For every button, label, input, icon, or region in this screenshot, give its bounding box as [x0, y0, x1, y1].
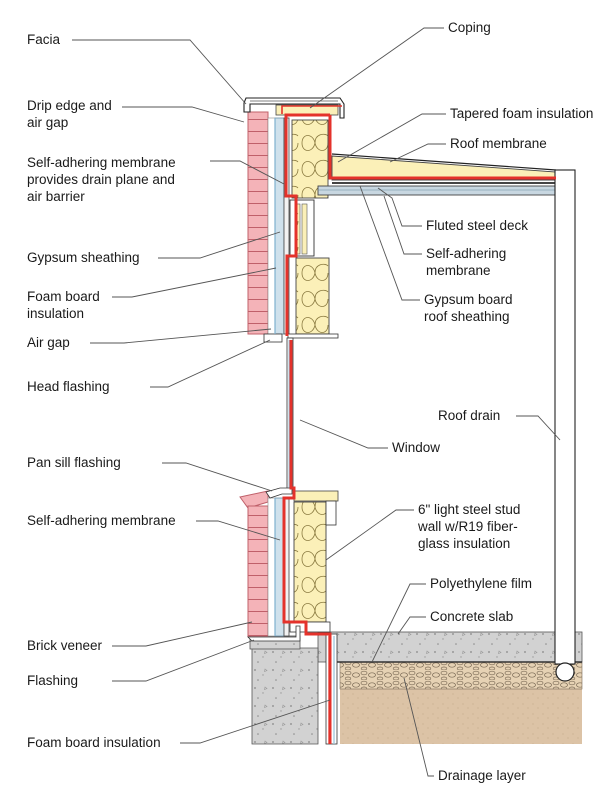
label-stud-wall: 6" light steel stud [418, 502, 520, 517]
brick-veneer-lower [247, 505, 269, 637]
brick-sill [239, 490, 269, 509]
label-polyethylene-film: Polyethylene film [430, 576, 532, 591]
label-pan-sill-flashing: Pan sill flashing [27, 455, 121, 470]
stud-insulation-upper-mid [295, 257, 330, 335]
foundation-wall [251, 647, 319, 745]
head-flashing-block [263, 333, 283, 343]
label-tapered-foam: Tapered foam insulation [450, 106, 593, 121]
labels-left: Facia Drip edge and air gap Self-adherin… [27, 32, 176, 750]
label-stud-wall-2: wall w/R19 fiber- [417, 519, 518, 534]
label-self-adhering-membrane-lower: Self-adhering membrane [27, 513, 176, 528]
lower-wall [239, 487, 339, 642]
foam-board-upper [274, 117, 285, 335]
label-concrete-slab: Concrete slab [430, 609, 513, 624]
label-coping: Coping [448, 20, 491, 35]
label-foam-board-insulation: Foam board insulation [27, 735, 161, 750]
label-self-adhering-right: Self-adhering [426, 246, 506, 261]
labels-right: Coping Tapered foam insulation Roof memb… [392, 20, 593, 783]
leader-lines [72, 27, 561, 777]
label-gypsum-roof-2: roof sheathing [424, 309, 510, 324]
pan-sill-flashing [265, 487, 293, 499]
label-drainage-layer: Drainage layer [438, 768, 526, 783]
label-window: Window [392, 440, 440, 455]
label-self-adhering-right-2: membrane [426, 263, 491, 278]
parapet [243, 97, 345, 119]
label-drip-edge-2: air gap [27, 115, 68, 130]
label-flashing: Flashing [27, 673, 78, 688]
label-gypsum-sheathing: Gypsum sheathing [27, 250, 140, 265]
label-head-flashing: Head flashing [27, 379, 110, 394]
fluted-steel-deck [317, 185, 557, 196]
label-gypsum-roof: Gypsum board [424, 292, 513, 307]
roof-assembly [317, 153, 576, 682]
label-self-adhering-membrane: Self-adhering membrane [27, 155, 176, 170]
upper-wall [247, 111, 339, 343]
sill-wood [293, 490, 339, 502]
label-foam-board-2: insulation [27, 306, 84, 321]
brick-veneer-upper [247, 111, 269, 335]
roof-drain-elbow [555, 662, 575, 682]
roof-membrane [331, 153, 557, 171]
label-roof-drain: Roof drain [438, 408, 500, 423]
drainage-layer [339, 661, 583, 690]
coping [243, 97, 345, 119]
label-self-adhering-membrane-3: air barrier [27, 189, 85, 204]
label-stud-wall-3: glass insulation [418, 536, 510, 551]
label-fluted-steel-deck: Fluted steel deck [426, 218, 528, 233]
roof-drain-pipe [554, 169, 576, 665]
self-adhering-membrane-line [274, 105, 556, 744]
label-air-gap: Air gap [27, 335, 70, 350]
label-foam-board: Foam board [27, 289, 100, 304]
concrete-slab [317, 631, 583, 663]
air-gap-lower [267, 497, 276, 637]
label-brick-veneer: Brick veneer [27, 638, 103, 653]
label-facia: Facia [27, 32, 61, 47]
stud-insulation-lower [293, 501, 327, 623]
air-gap-upper [267, 117, 276, 335]
stud-insulation-upper-top [291, 119, 329, 199]
label-drip-edge: Drip edge and [27, 98, 112, 113]
label-self-adhering-membrane-2: provides drain plane and [27, 172, 175, 187]
soil [340, 688, 582, 744]
label-roof-membrane: Roof membrane [450, 136, 547, 151]
